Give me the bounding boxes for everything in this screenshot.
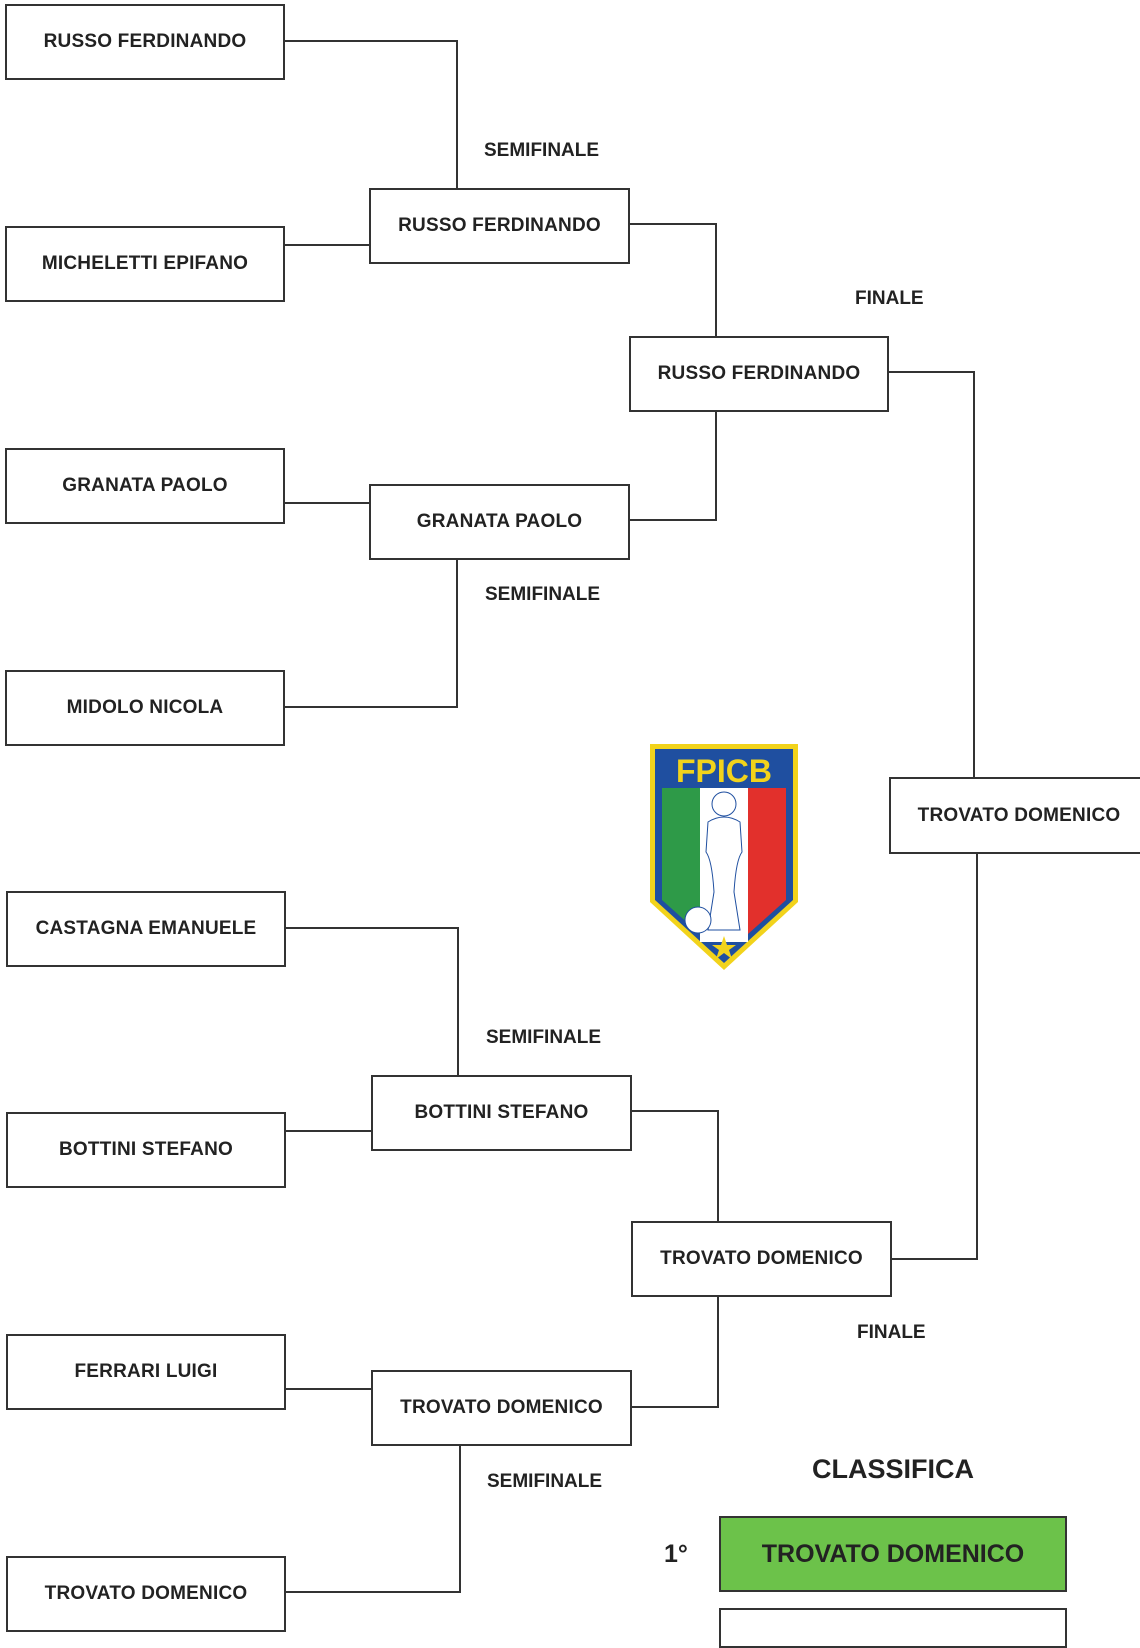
connector-line <box>888 371 975 778</box>
fpicb-logo: FPICB <box>650 744 798 970</box>
bracket-entry-qf-1: RUSSO FERDINANDO <box>369 188 630 264</box>
connector-line <box>285 1445 461 1593</box>
classifica-title: CLASSIFICA <box>812 1454 974 1484</box>
bracket-entry-r1-8: TROVATO DOMENICO <box>6 1556 286 1632</box>
bracket-entry-sf-1: RUSSO FERDINANDO <box>629 336 889 412</box>
connector-line <box>629 223 717 336</box>
bracket-entry-r1-1: RUSSO FERDINANDO <box>5 4 285 80</box>
connector-line <box>283 560 458 708</box>
bracket-entry-qf-4: TROVATO DOMENICO <box>371 1370 632 1446</box>
bracket-entry-r1-7: FERRARI LUIGI <box>6 1334 286 1410</box>
bracket-entry-sf-2: TROVATO DOMENICO <box>631 1221 892 1297</box>
bracket-entry-qf-3: BOTTINI STEFANO <box>371 1075 632 1151</box>
label-semifinale-3: SEMIFINALE <box>486 1027 602 1048</box>
bracket-entry-r1-6: BOTTINI STEFANO <box>6 1112 286 1188</box>
bracket-entry-qf-2: GRANATA PAOLO <box>369 484 630 560</box>
label-semifinale-4: SEMIFINALE <box>487 1471 603 1492</box>
connector-line <box>285 927 459 1076</box>
first-place-box: TROVATO DOMENICO <box>719 1516 1067 1592</box>
bracket-entry-r1-4: MIDOLO NICOLA <box>5 670 285 746</box>
logo-text: FPICB <box>676 753 772 789</box>
connector-line <box>891 853 978 1260</box>
connector-line <box>631 1296 719 1408</box>
second-place-box <box>719 1608 1067 1648</box>
label-finale-2: FINALE <box>857 1322 926 1343</box>
bracket-entry-r1-2: MICHELETTI EPIFANO <box>5 226 285 302</box>
star-icon <box>712 936 736 959</box>
label-semifinale-2: SEMIFINALE <box>485 584 601 605</box>
label-finale-1: FINALE <box>855 288 924 309</box>
label-semifinale-1: SEMIFINALE <box>484 140 600 161</box>
bracket-entry-r1-5: CASTAGNA EMANUELE <box>6 891 286 967</box>
bracket-entry-r1-3: GRANATA PAOLO <box>5 448 285 524</box>
connector-line <box>629 410 717 521</box>
connector-line <box>283 40 458 188</box>
bracket-winner: TROVATO DOMENICO <box>889 777 1140 854</box>
first-place-number: 1° <box>664 1540 688 1568</box>
connector-line <box>631 1110 719 1222</box>
